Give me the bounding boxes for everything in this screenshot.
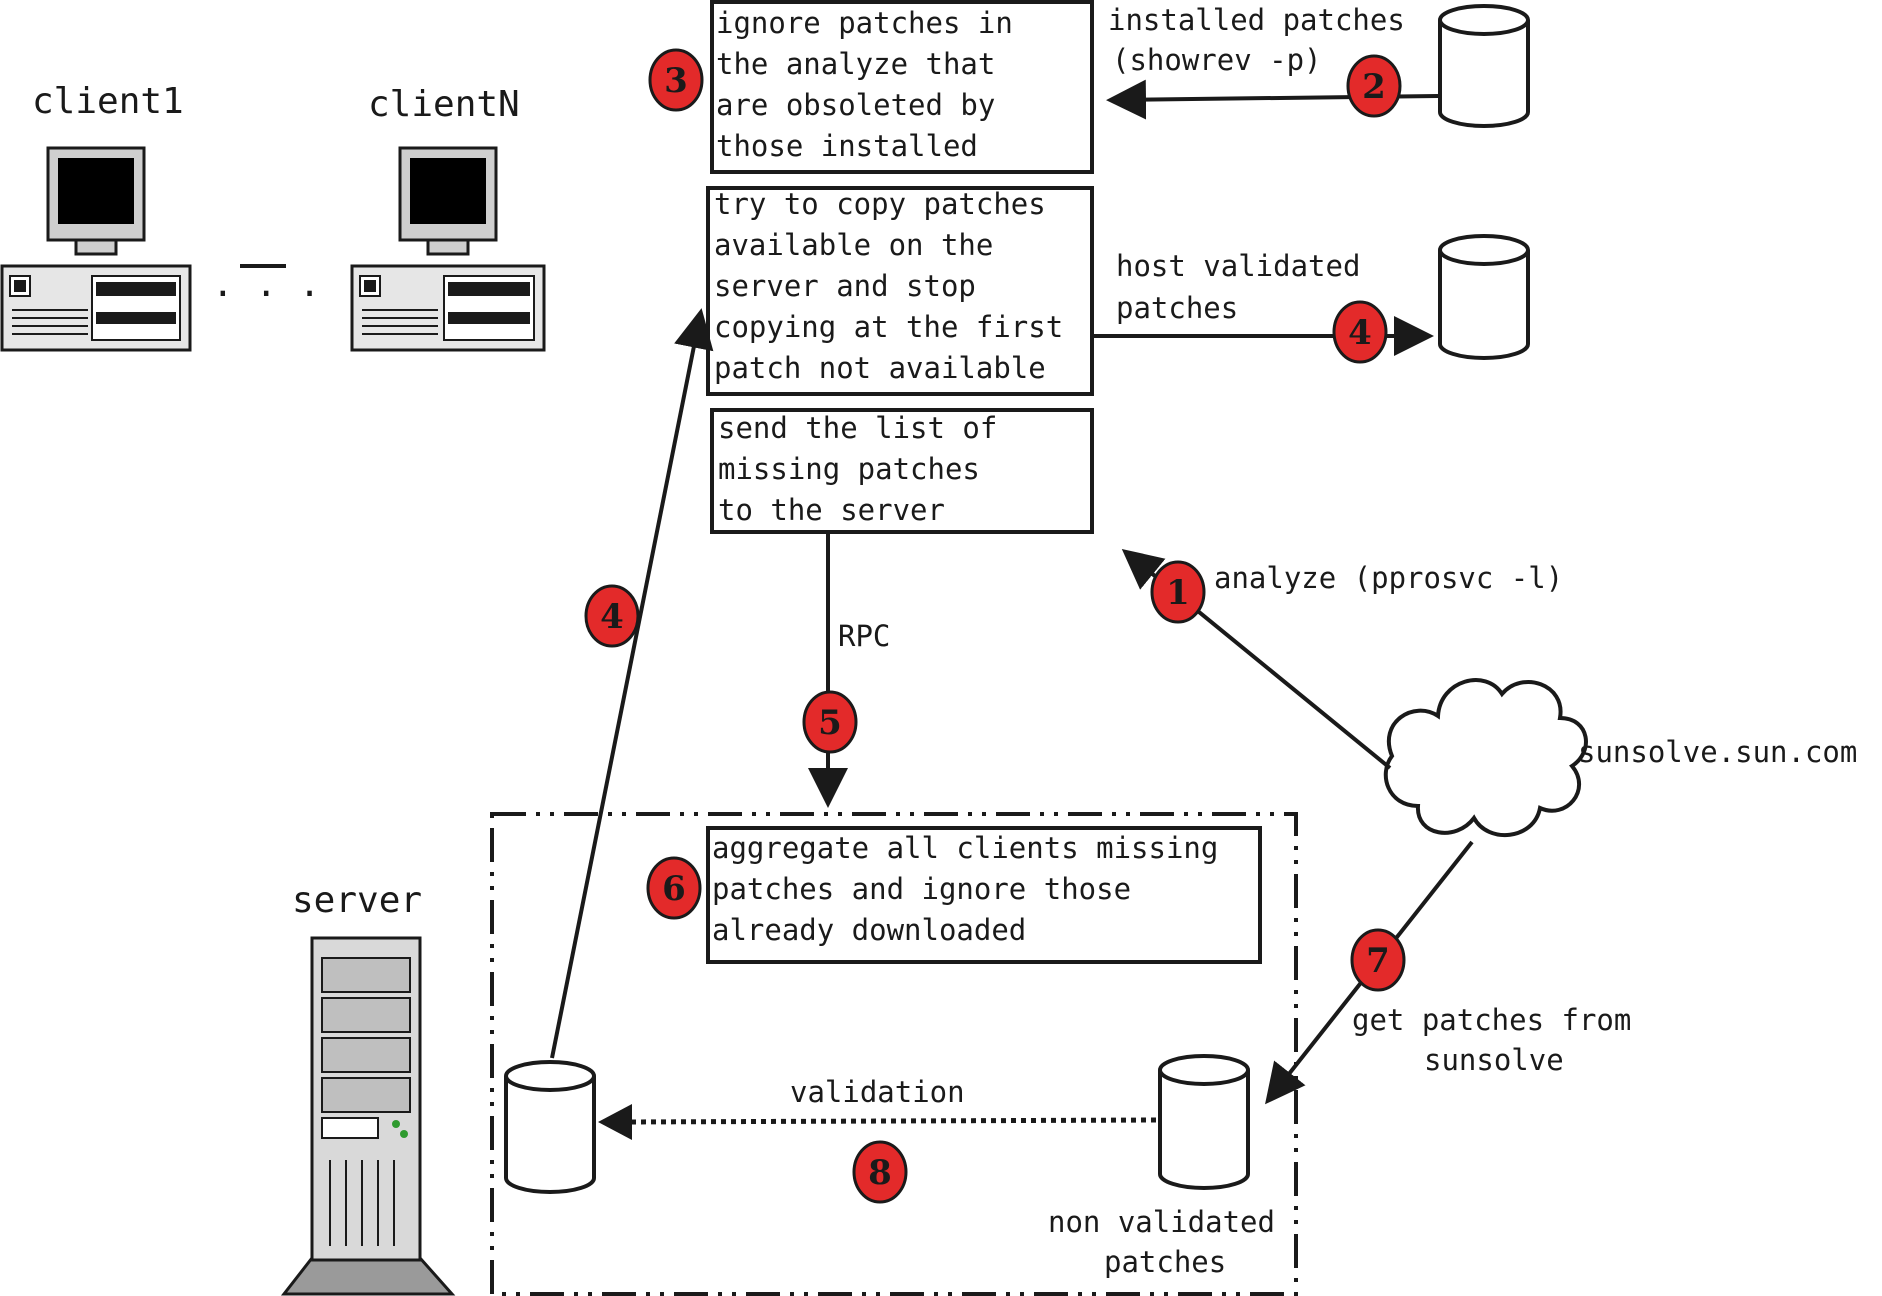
clients-ellipsis: . . .: [212, 264, 320, 305]
non-validated-label-line-1: non validated: [1048, 1205, 1275, 1239]
step-badge-8: 8: [852, 1140, 908, 1204]
svg-text:4: 4: [600, 597, 624, 637]
non-validated-label-line-2: patches: [1104, 1245, 1226, 1279]
step-badge-1: 1: [1150, 560, 1206, 624]
installed-patches-database-icon: [1438, 4, 1530, 128]
svg-text:7: 7: [1366, 941, 1390, 981]
validation-arrowhead: [598, 1104, 632, 1140]
client1-label: client1: [32, 81, 184, 122]
svg-text:3: 3: [664, 61, 688, 101]
ignore-box-line-1: ignore patches in: [716, 6, 1013, 40]
host-validated-database-icon: [1438, 234, 1530, 360]
copy-box-line-4: copying at the first: [714, 310, 1063, 344]
send-box-line-3: to the server: [718, 493, 945, 527]
aggregate-box-line-2: patches and ignore those: [712, 872, 1131, 906]
send-box-line-1: send the list of: [718, 411, 997, 445]
step-badge-5: 5: [802, 690, 858, 754]
tower-server-icon: [280, 936, 456, 1296]
ignore-box-line-4: those installed: [716, 129, 978, 163]
svg-text:4: 4: [1348, 313, 1372, 353]
send-list-box: [710, 408, 1094, 534]
copy-box-line-5: patch not available: [714, 351, 1046, 385]
rpc-label: RPC: [838, 619, 890, 653]
cloud-icon: [1383, 678, 1588, 838]
get-patches-label-line-2: sunsolve: [1424, 1043, 1564, 1077]
step-badge-4-server: 4: [584, 584, 640, 648]
clientN-label: clientN: [368, 84, 520, 125]
server-label: server: [292, 880, 422, 921]
send-box-line-2: missing patches: [718, 452, 980, 486]
aggregate-box-line-1: aggregate all clients missing: [712, 831, 1218, 865]
ignore-patches-box: [710, 0, 1094, 174]
svg-text:1: 1: [1166, 573, 1190, 613]
installed-patches-label-line-1: installed patches: [1108, 3, 1405, 37]
host-validated-label-line-2: patches: [1116, 291, 1238, 325]
svg-text:8: 8: [868, 1153, 892, 1193]
aggregate-box: [706, 826, 1262, 964]
step-badge-2: 2: [1346, 54, 1402, 118]
step-badge-6: 6: [646, 856, 702, 920]
copy-box-line-1: try to copy patches: [714, 187, 1046, 221]
copy-patches-box: [706, 186, 1094, 396]
aggregate-box-line-3: already downloaded: [712, 913, 1026, 947]
validation-dotted-line: [625, 1117, 1157, 1125]
step-badge-3: 3: [648, 48, 704, 112]
ignore-box-line-2: the analyze that: [716, 47, 995, 81]
server-validated-database-icon: [504, 1060, 596, 1194]
copy-box-line-2: available on the: [714, 228, 993, 262]
get-patches-label-line-1: get patches from: [1352, 1003, 1631, 1037]
svg-text:6: 6: [662, 869, 686, 909]
clientN-computer-icon: [350, 146, 546, 352]
server-zone-boundary: [490, 812, 1298, 1296]
host-validated-label-line-1: host validated: [1116, 249, 1360, 283]
analyze-label: analyze (pprosvc -l): [1214, 561, 1563, 595]
client1-computer-icon: [0, 146, 192, 352]
step-badge-4-host: 4: [1332, 300, 1388, 364]
arrow-server-db-to-copy: [550, 308, 714, 1059]
non-validated-database-icon: [1158, 1054, 1250, 1190]
step-badge-7: 7: [1350, 928, 1406, 992]
validation-label: validation: [790, 1075, 965, 1109]
installed-patches-label-line-2: (showrev -p): [1112, 43, 1322, 77]
ignore-box-line-3: are obsoleted by: [716, 88, 995, 122]
copy-box-line-3: server and stop: [714, 269, 976, 303]
svg-text:2: 2: [1362, 67, 1386, 107]
svg-text:5: 5: [818, 703, 842, 743]
sunsolve-label: sunsolve.sun.com: [1578, 735, 1857, 769]
